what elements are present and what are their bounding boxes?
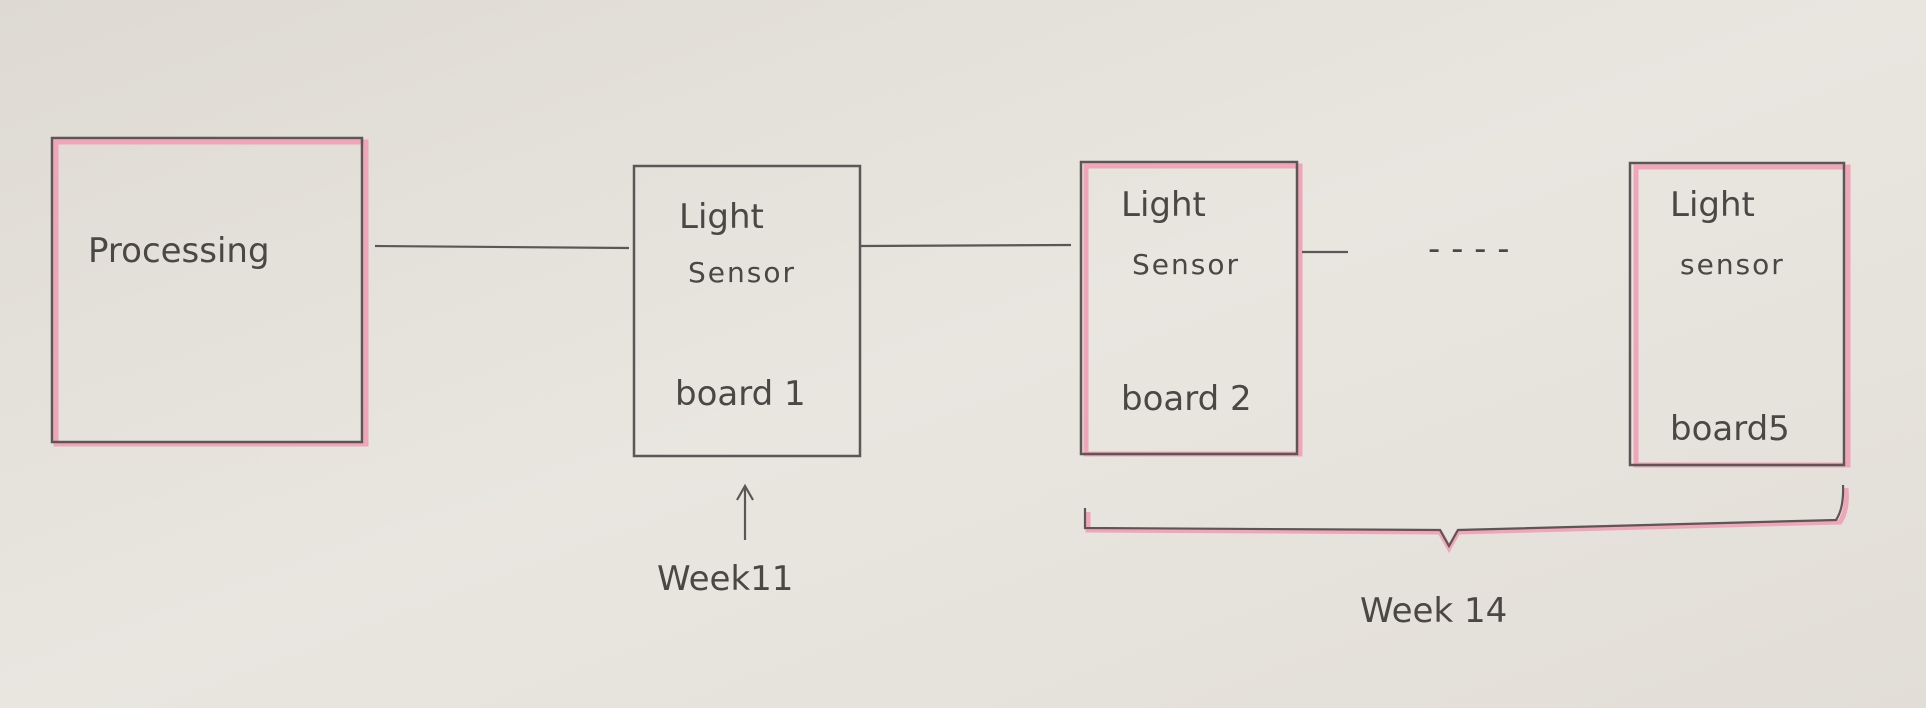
board-1-light: Light bbox=[679, 197, 764, 237]
board-2-name: board 2 bbox=[1121, 379, 1252, 419]
board-5: Light sensor board5 bbox=[1628, 161, 1851, 468]
board-5-light: Light bbox=[1670, 185, 1755, 225]
arrow-up-icon bbox=[736, 483, 754, 540]
board-5-name: board5 bbox=[1670, 409, 1790, 449]
brace bbox=[1083, 484, 1849, 554]
board-2-sensor: Sensor bbox=[1132, 248, 1240, 281]
board-1-sensor: Sensor bbox=[688, 256, 796, 289]
board-2-light: Light bbox=[1121, 185, 1206, 225]
connector-line bbox=[859, 243, 1072, 248]
processing-box: Processing bbox=[50, 136, 369, 447]
ellipsis: - - - - bbox=[1428, 229, 1510, 269]
board-2: Light Sensor board 2 bbox=[1079, 160, 1303, 457]
week11-label: Week11 bbox=[657, 559, 793, 599]
board-1-name: board 1 bbox=[675, 374, 806, 414]
week14-label: Week 14 bbox=[1360, 591, 1507, 631]
processing-label: Processing bbox=[88, 231, 270, 271]
board-5-sensor: sensor bbox=[1680, 248, 1785, 281]
connector-line bbox=[374, 244, 630, 250]
board-1: Light Sensor board 1 bbox=[632, 164, 862, 458]
